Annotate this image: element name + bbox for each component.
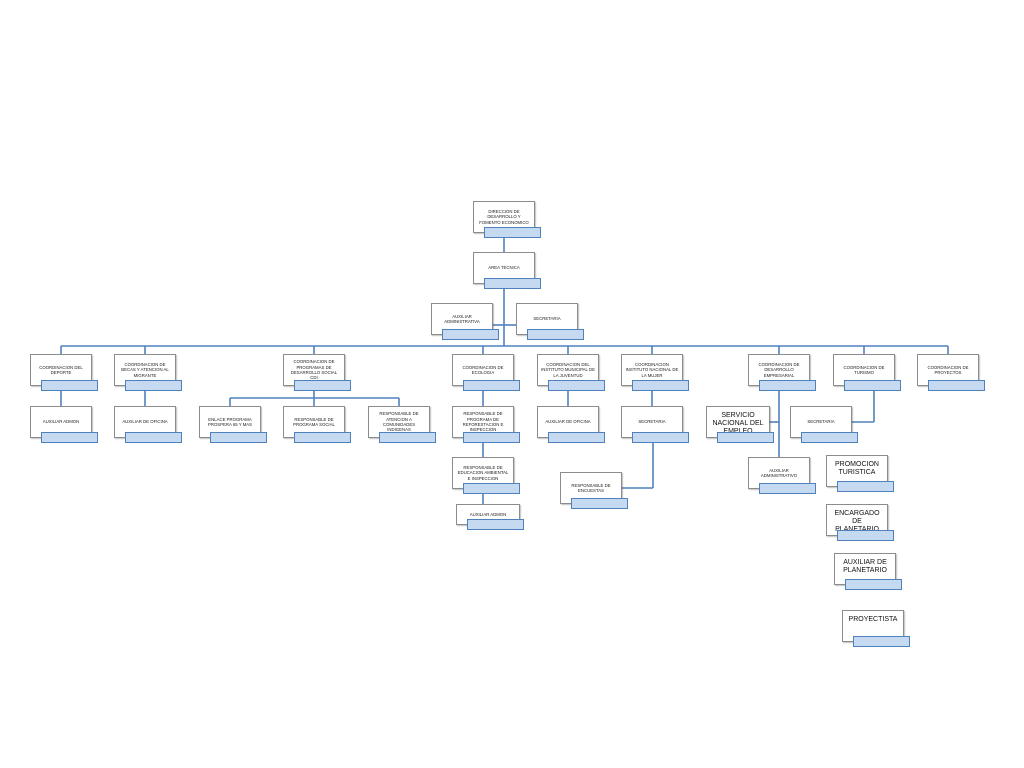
org-node-aux-admon-ecologia: AUXILIAR ADMON bbox=[456, 504, 524, 530]
org-node-area-tecnica: AREA TECNICA bbox=[473, 252, 541, 289]
node-name-field bbox=[442, 329, 499, 340]
node-name-field bbox=[527, 329, 584, 340]
node-name-field bbox=[928, 380, 985, 391]
node-title: PROYECTISTA bbox=[848, 616, 898, 623]
org-node-coord-mujer: COORDINACION INSTITUTO NACIONAL DE LA MU… bbox=[621, 354, 689, 391]
org-node-resp-encuestas: RESPONSABLE DE ENCUESTAS bbox=[560, 472, 628, 509]
node-title: RESPONSABLE DE EDUCACION AMBIENTAL E INS… bbox=[457, 464, 509, 481]
node-title: COORDINACION INSTITUTO NACIONAL DE LA MU… bbox=[625, 361, 679, 378]
org-node-enlace-prospera: ENLACE PROGRAMA PROSPERA 65 Y MAS bbox=[199, 406, 267, 443]
org-node-secretaria-turismo: SECRETARIA bbox=[790, 406, 858, 443]
org-node-resp-programa-social: RESPONSABLE DE PROGRAMA SOCIAL bbox=[283, 406, 351, 443]
node-name-field bbox=[379, 432, 436, 443]
org-node-coord-empresarial: COORDINACION DE DESARROLLO EMPRESARIAL bbox=[748, 354, 816, 391]
node-name-field bbox=[210, 432, 267, 443]
node-title: RESPONSABLE DE PROGRAMA DE REFORESTACION… bbox=[462, 411, 504, 433]
node-name-field bbox=[837, 530, 894, 541]
node-name-field bbox=[41, 432, 98, 443]
node-name-field bbox=[125, 380, 182, 391]
node-title: AUXILIAR ADMINISTRATIVA bbox=[444, 313, 480, 324]
node-name-field bbox=[801, 432, 858, 443]
org-node-resp-reforestacion: RESPONSABLE DE PROGRAMA DE REFORESTACION… bbox=[452, 406, 520, 443]
node-title: COORDINACION DEL DEPORTE bbox=[39, 364, 83, 375]
node-title: AUXILIAR ADMINISTRATIVO bbox=[760, 467, 798, 478]
org-node-coord-ecologia: COORDINACION DE ECOLOGIA bbox=[452, 354, 520, 391]
node-name-field bbox=[759, 483, 816, 494]
node-title: RESPONSABLE DE ATENCION A COMUNIDADES IN… bbox=[379, 411, 419, 433]
node-title: AUXILIAR DE OFICINA bbox=[122, 419, 168, 425]
node-title: SECRETARIA bbox=[533, 316, 561, 322]
node-name-field bbox=[463, 432, 520, 443]
org-node-coord-juventud: COORDINACION DEL INSTITUTO MUNICIPAL DE … bbox=[537, 354, 605, 391]
node-box: RESPONSABLE DE ATENCION A COMUNIDADES IN… bbox=[368, 406, 430, 438]
node-title: SERVICIO NACIONAL DEL EMPLEO bbox=[712, 412, 764, 435]
node-title: COORDINACION DE BECAS Y ATENCION AL MIGR… bbox=[121, 361, 169, 378]
node-name-field bbox=[463, 483, 520, 494]
org-node-aux-admvo-empresarial: AUXILIAR ADMINISTRATIVO bbox=[748, 457, 816, 494]
node-title: AUXILIAR ADMON bbox=[42, 419, 80, 425]
org-node-aux-oficina-juventud: AUXILIAR DE OFICINA bbox=[537, 406, 605, 443]
org-node-coord-proyectos: COORDINACION DE PROYECTOS bbox=[917, 354, 985, 391]
node-name-field bbox=[844, 380, 901, 391]
org-node-aux-admva: AUXILIAR ADMINISTRATIVA bbox=[431, 303, 499, 340]
node-title: ENCARGADO DE PLANETARIO bbox=[834, 510, 880, 533]
node-title: COORDINACION DE ECOLOGIA bbox=[462, 364, 504, 375]
org-node-resp-indigenas: RESPONSABLE DE ATENCION A COMUNIDADES IN… bbox=[368, 406, 436, 443]
org-node-aux-oficina-becas: AUXILIAR DE OFICINA bbox=[114, 406, 182, 443]
node-title: AUXILIAR ADMON bbox=[469, 511, 507, 517]
node-title: SECRETARIA bbox=[807, 419, 835, 425]
org-node-secretaria-top: SECRETARIA bbox=[516, 303, 584, 340]
org-node-promocion-turistica: PROMOCION TURISTICA bbox=[826, 455, 894, 492]
node-name-field bbox=[484, 227, 541, 238]
node-title: COORDINACION DE PROGRAMAS DE DESARROLLO … bbox=[290, 359, 338, 381]
node-name-field bbox=[759, 380, 816, 391]
node-title: AUXILIAR DE OFICINA bbox=[545, 419, 591, 425]
org-node-aux-admon-deporte: AUXILIAR ADMON bbox=[30, 406, 98, 443]
node-title: AREA TECNICA bbox=[488, 265, 520, 271]
node-title: AUXILIAR DE PLANETARIO bbox=[843, 559, 887, 575]
org-node-coord-programas: COORDINACION DE PROGRAMAS DE DESARROLLO … bbox=[283, 354, 351, 391]
node-name-field bbox=[41, 380, 98, 391]
node-name-field bbox=[294, 432, 351, 443]
node-title: RESPONSABLE DE ENCUESTAS bbox=[571, 482, 611, 493]
node-name-field bbox=[548, 380, 605, 391]
node-title: RESPONSABLE DE PROGRAMA SOCIAL bbox=[293, 416, 335, 427]
node-name-field bbox=[853, 636, 910, 647]
node-name-field bbox=[845, 579, 902, 590]
node-name-field bbox=[125, 432, 182, 443]
org-node-resp-educacion-amb: RESPONSABLE DE EDUCACION AMBIENTAL E INS… bbox=[452, 457, 520, 494]
node-name-field bbox=[717, 432, 774, 443]
node-title: COORDINACION DE TURISMO bbox=[843, 364, 885, 375]
node-name-field bbox=[548, 432, 605, 443]
org-node-coord-turismo: COORDINACION DE TURISMO bbox=[833, 354, 901, 391]
node-title: COORDINACION DE PROYECTOS bbox=[927, 364, 969, 375]
org-node-aux-planetario: AUXILIAR DE PLANETARIO bbox=[834, 553, 902, 590]
org-node-encargado-planetario: ENCARGADO DE PLANETARIO bbox=[826, 504, 894, 541]
node-name-field bbox=[571, 498, 628, 509]
node-name-field bbox=[632, 380, 689, 391]
node-title: SECRETARIA bbox=[638, 419, 666, 425]
node-title: COORDINACION DE DESARROLLO EMPRESARIAL bbox=[758, 361, 800, 378]
node-box: COORDINACION DE PROYECTOS bbox=[917, 354, 979, 386]
node-box: AUXILIAR DE OFICINA bbox=[537, 406, 599, 438]
org-node-proyectista: PROYECTISTA bbox=[842, 610, 910, 647]
org-node-coord-becas: COORDINACION DE BECAS Y ATENCION AL MIGR… bbox=[114, 354, 182, 391]
node-name-field bbox=[294, 380, 351, 391]
node-name-field bbox=[484, 278, 541, 289]
node-title: COORDINACION DEL INSTITUTO MUNICIPAL DE … bbox=[541, 361, 595, 378]
org-node-secretaria-mujer: SECRETARIA bbox=[621, 406, 689, 443]
node-title: PROMOCION TURISTICA bbox=[835, 461, 879, 477]
node-name-field bbox=[632, 432, 689, 443]
node-name-field bbox=[467, 519, 524, 530]
org-node-direccion: DIRECCION DE DESARROLLO Y FOMENTO ECONOM… bbox=[473, 201, 541, 238]
node-name-field bbox=[837, 481, 894, 492]
node-title: ENLACE PROGRAMA PROSPERA 65 Y MAS bbox=[207, 416, 253, 427]
node-title: DIRECCION DE DESARROLLO Y FOMENTO ECONOM… bbox=[479, 208, 529, 225]
node-name-field bbox=[463, 380, 520, 391]
org-node-servicio-empleo: SERVICIO NACIONAL DEL EMPLEO bbox=[706, 406, 774, 443]
org-node-coord-deporte: COORDINACION DEL DEPORTE bbox=[30, 354, 98, 391]
